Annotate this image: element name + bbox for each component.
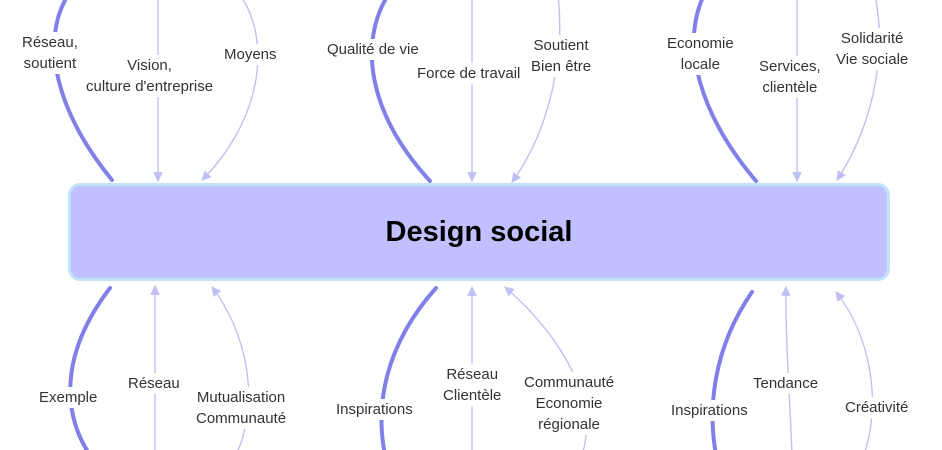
label-communaute-economie[interactable]: Communauté Economie régionale bbox=[524, 372, 615, 435]
link-inspirations-1 bbox=[379, 286, 438, 450]
label-reseau-soutient[interactable]: Réseau, soutient bbox=[22, 32, 78, 74]
link-moyens bbox=[201, 0, 259, 181]
label-vision[interactable]: Vision, culture d'entreprise bbox=[86, 55, 214, 97]
label-services-clientele[interactable]: Services, clientèle bbox=[759, 56, 821, 98]
link-tendance bbox=[780, 286, 793, 450]
label-reseau-clientele[interactable]: Réseau Clientèle bbox=[443, 364, 502, 406]
central-node[interactable]: Design social bbox=[68, 183, 890, 281]
link-creativite bbox=[835, 291, 873, 450]
label-inspirations-1[interactable]: Inspirations bbox=[336, 399, 413, 420]
label-exemple[interactable]: Exemple bbox=[39, 387, 98, 408]
link-exemple bbox=[68, 286, 112, 450]
label-qualite-de-vie[interactable]: Qualité de vie bbox=[327, 39, 419, 60]
link-reseau-soutient bbox=[52, 0, 114, 182]
link-economie-locale bbox=[692, 0, 758, 183]
label-inspirations-2[interactable]: Inspirations bbox=[671, 400, 748, 421]
label-reseau[interactable]: Réseau bbox=[128, 373, 180, 394]
link-soutient-bien-etre bbox=[511, 0, 561, 183]
label-tendance[interactable]: Tendance bbox=[753, 373, 819, 394]
link-mutualisation bbox=[211, 286, 250, 450]
label-soutient-bien-etre[interactable]: Soutient Bien être bbox=[531, 35, 592, 77]
label-moyens[interactable]: Moyens bbox=[224, 44, 277, 65]
link-qualite-de-vie bbox=[369, 0, 432, 183]
label-creativite[interactable]: Créativité bbox=[845, 397, 909, 418]
label-force-de-travail[interactable]: Force de travail bbox=[417, 63, 521, 84]
label-economie-locale[interactable]: Economie locale bbox=[667, 33, 734, 75]
link-solidarite bbox=[836, 0, 880, 181]
link-inspirations-2 bbox=[710, 290, 754, 450]
central-node-title: Design social bbox=[385, 215, 573, 248]
label-mutualisation[interactable]: Mutualisation Communauté bbox=[196, 387, 287, 429]
label-solidarite[interactable]: Solidarité Vie sociale bbox=[836, 28, 909, 70]
